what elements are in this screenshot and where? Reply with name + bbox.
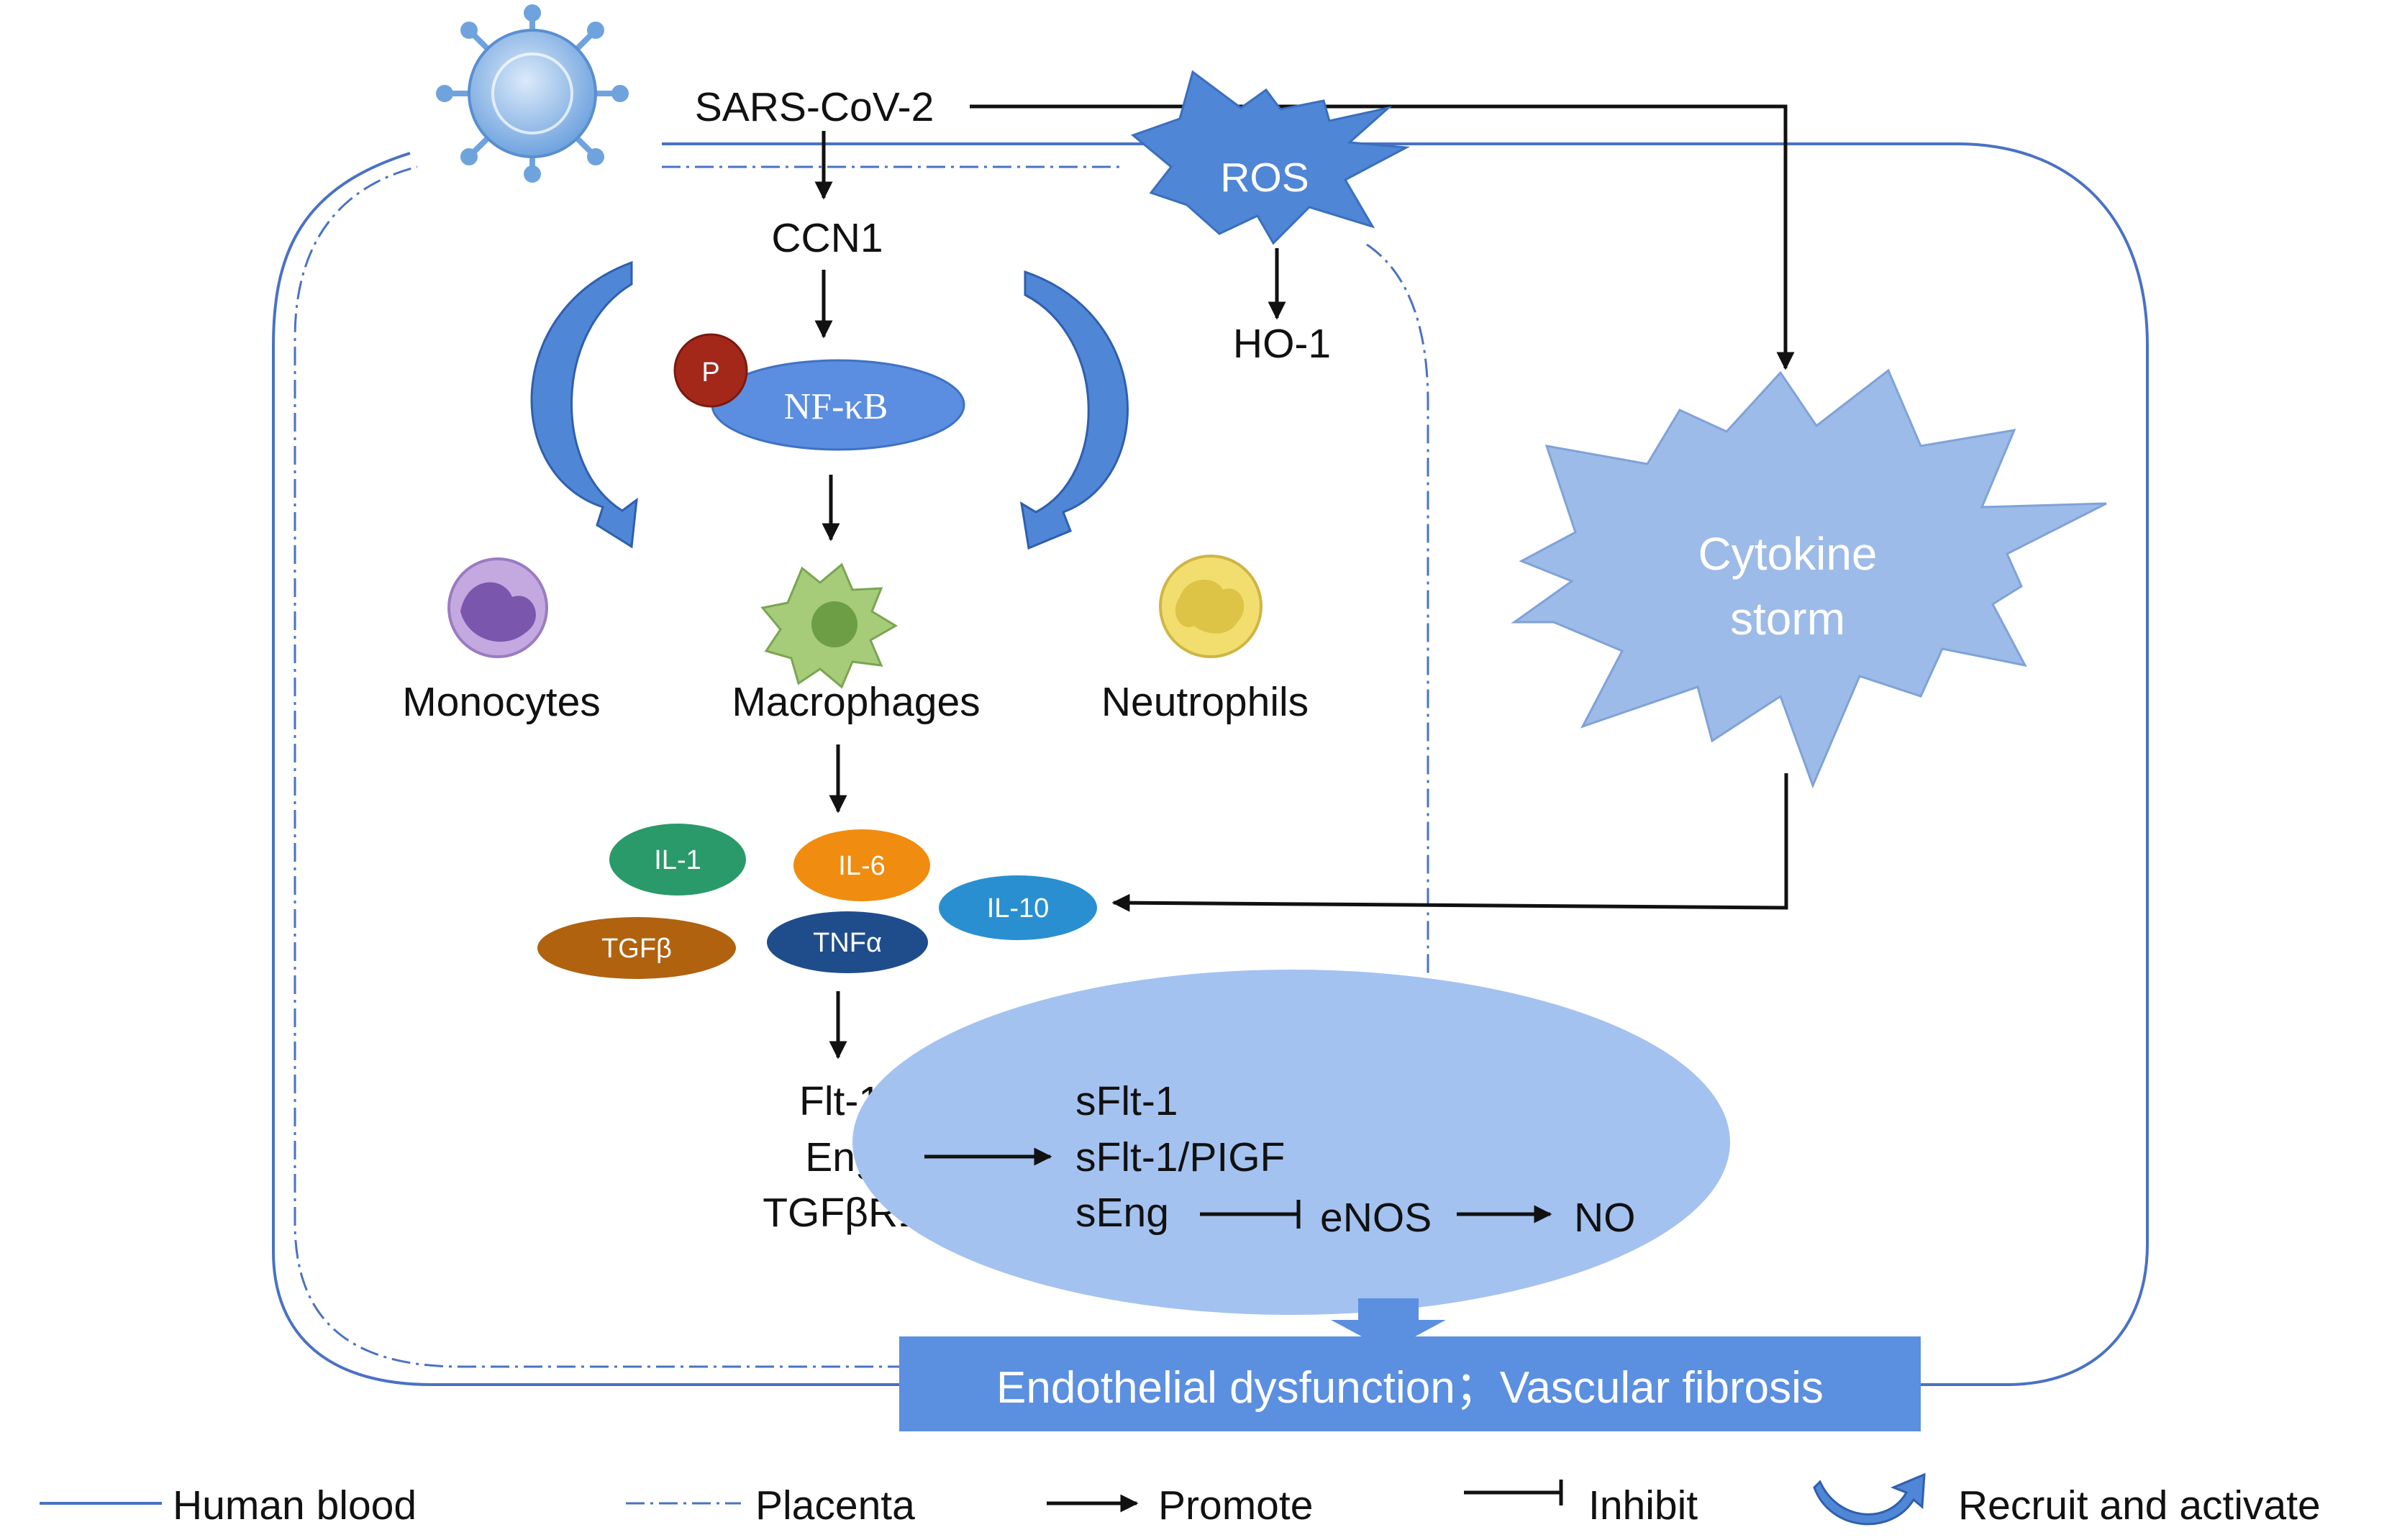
legend-human-blood: Human blood [173,1482,417,1528]
outcome-block-arrow [1331,1298,1446,1351]
legend-inhibit: Inhibit [1588,1482,1698,1528]
enos-label: eNOS [1320,1195,1432,1241]
sars-cov-2-label: SARS-CoV-2 [695,84,934,130]
neutrophils-label: Neutrophils [1101,679,1309,725]
nfkb-label: NF-κB [784,386,888,427]
macrophages-label: Macrophages [732,679,980,725]
tgfb-label: TGFβ [601,934,672,964]
il1-node [609,824,746,896]
ros-burst [1131,70,1411,245]
placenta-boundary [294,165,1429,1368]
phospho-label: P [701,357,719,388]
legend-promote: Promote [1158,1482,1313,1528]
il6-label: IL-6 [838,851,885,881]
il10-label: IL-10 [987,893,1050,924]
cytokine-storm-label-2: storm [1730,593,1845,644]
arrow-storm-to-il10 [1111,773,1788,912]
tnfa-node [767,911,928,973]
no-label: NO [1574,1195,1636,1241]
recruit-arrow-right [1020,270,1129,550]
monocytes-label: Monocytes [402,679,601,725]
il1-label: IL-1 [654,845,701,875]
il10-node [939,875,1097,940]
legend-placenta: Placenta [755,1482,915,1528]
sflt1-label: sFlt-1 [1075,1078,1178,1124]
cytokine-storm-label-1: Cytokine [1698,528,1878,580]
phospho-badge [673,333,748,408]
sflt1-pigf-label: sFlt-1/PIGF [1075,1134,1285,1180]
tnfa-label: TNFα [813,928,882,958]
ros-label: ROS [1220,155,1309,201]
ccn1-label: CCN1 [771,215,883,261]
macrophage-icon [760,562,898,689]
ho1-label: HO-1 [1233,321,1331,367]
cytokine-storm-burst [1511,368,2107,789]
recruit-arrow-left [530,260,638,549]
outcome-box [899,1336,1921,1431]
monocyte-icon [447,557,548,658]
il6-node [793,829,930,901]
neutrophil-icon [1159,555,1263,658]
legend: Human blood Placenta Promote Inhibit Rec… [40,1472,2321,1528]
human-blood-boundary [272,142,2149,1386]
soluble-factors-ellipse [852,970,1730,1315]
virus-icon [436,4,629,183]
seng-label: sEng [1075,1190,1169,1236]
legend-recruit-icon [1813,1472,1926,1526]
outcome-label: Endothelial dysfunction；Vascular fibrosi… [996,1363,1824,1413]
legend-recruit: Recruit and activate [1958,1482,2321,1528]
tgfb-node [537,917,736,979]
